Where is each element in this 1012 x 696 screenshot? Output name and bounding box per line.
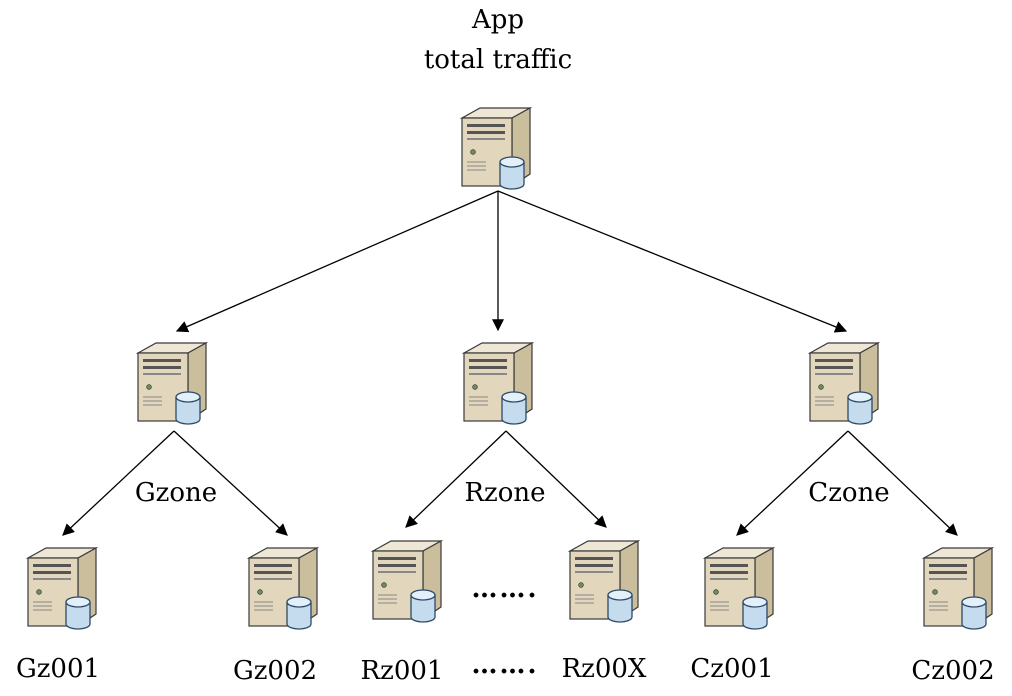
leaf-label-cz002: Cz002 — [911, 656, 995, 686]
arrow-czone-to-cz001 — [736, 430, 849, 536]
leaf-label-rz00x: Rz00X — [561, 654, 647, 684]
rz001-server-icon — [372, 540, 442, 623]
ellipsis-servers: ……. — [471, 574, 539, 604]
root-title: App — [471, 5, 525, 35]
rz00x-server-icon — [569, 540, 639, 623]
gz001-server-icon — [27, 547, 97, 630]
cz001-server-icon — [704, 547, 774, 630]
arrow-root-to-czone — [497, 190, 848, 333]
arrow-gzone-to-gz002 — [173, 430, 288, 536]
arrow-root-to-gzone — [175, 190, 499, 333]
root-subtitle: total traffic — [423, 45, 573, 75]
zone-label-gzone: Gzone — [134, 478, 218, 508]
arrow-gzone-to-gz001 — [62, 430, 175, 536]
leaf-label-gz002: Gz002 — [232, 656, 318, 686]
arrow-czone-to-cz002 — [847, 430, 958, 536]
leaf-label-gz001: Gz001 — [15, 654, 101, 684]
arrow-rzone-to-rz001 — [405, 430, 507, 528]
zone-label-czone: Czone — [808, 478, 890, 508]
gzone-server-icon — [137, 342, 207, 425]
zone-label-rzone: Rzone — [464, 478, 546, 508]
root-server-icon — [461, 107, 531, 190]
czone-server-icon — [809, 342, 879, 425]
cz002-server-icon — [923, 547, 993, 630]
leaf-label-rz001: Rz001 — [360, 656, 444, 686]
root-label: App total traffic — [424, 0, 572, 80]
leaf-label-cz001: Cz001 — [690, 654, 774, 684]
rzone-server-icon — [463, 342, 533, 425]
arrow-rzone-to-rz00x — [505, 430, 607, 528]
gz002-server-icon — [248, 547, 318, 630]
ellipsis-labels: ……. — [471, 650, 539, 680]
